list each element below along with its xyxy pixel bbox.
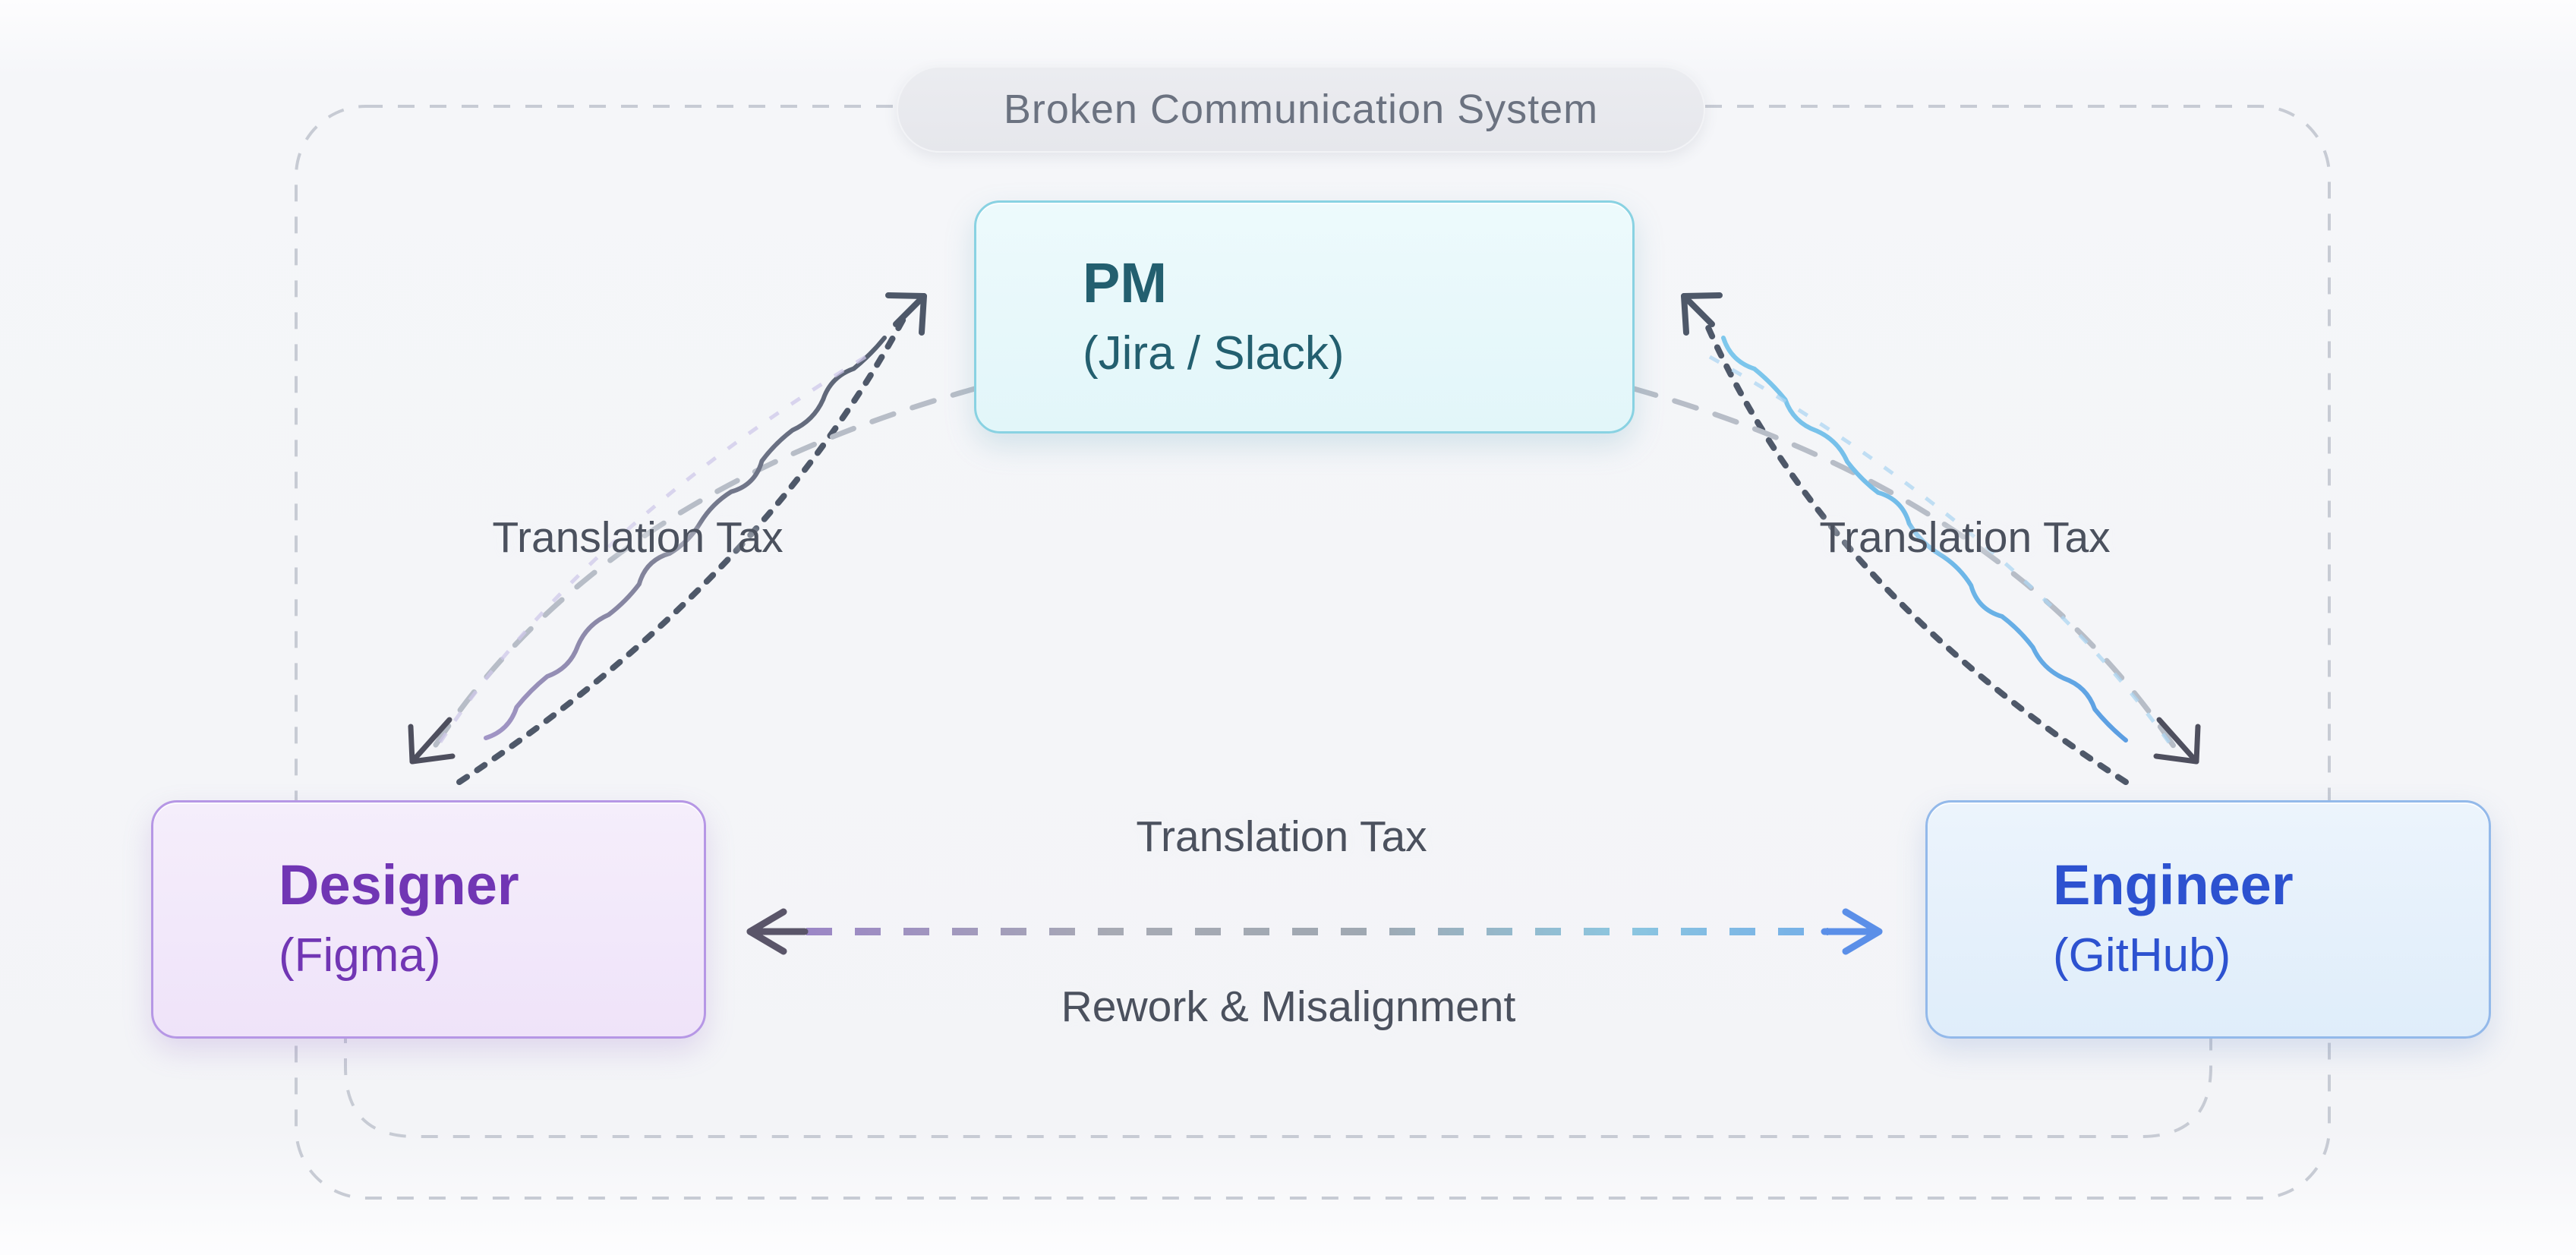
edge-label-designer-engineer-top: Translation Tax	[1136, 812, 1427, 861]
arrowhead-to-pm-right	[1681, 292, 1723, 336]
arrow-pm-to-designer	[431, 386, 978, 750]
arrow-pm-to-engineer-shaft	[2156, 717, 2199, 765]
edge-label-pm-engineer: Translation Tax	[1819, 513, 2111, 562]
dashed-frame-inner	[344, 835, 2212, 1138]
node-designer: Designer (Figma)	[151, 800, 706, 1039]
node-designer-subtitle: (Figma)	[279, 929, 441, 982]
noise-echo-left	[434, 355, 867, 749]
arrow-engineer-to-pm	[1701, 316, 2129, 785]
node-engineer: Engineer (GitHub)	[1925, 800, 2491, 1039]
arrow-designer-to-pm	[456, 316, 906, 785]
noise-squiggle-left	[484, 336, 887, 740]
edge-label-designer-engineer-bottom: Rework & Misalignment	[1061, 982, 1516, 1031]
node-pm: PM (Jira / Slack)	[974, 200, 1635, 434]
arrowhead-to-engineer-mid	[1842, 908, 1883, 955]
arrowhead-to-engineer	[2153, 724, 2201, 765]
diagram-title: Broken Communication System	[1003, 87, 1599, 132]
edge-label-designer-pm: Translation Tax	[492, 513, 784, 562]
diagram-title-pill: Broken Communication System	[897, 66, 1705, 153]
node-pm-title: PM	[1083, 251, 1167, 314]
node-pm-subtitle: (Jira / Slack)	[1083, 326, 1345, 380]
arrow-pm-to-designer-shaft	[409, 717, 452, 765]
noise-squiggle-right	[1721, 336, 2128, 743]
arrow-pm-to-engineer	[1631, 386, 2177, 750]
arrow-designer-to-pm-shaft	[893, 293, 927, 327]
arrowhead-to-pm-left	[885, 292, 927, 336]
node-engineer-title: Engineer	[2053, 853, 2294, 917]
arrowhead-to-designer-mid	[746, 908, 787, 955]
arrowhead-to-designer	[408, 724, 456, 765]
node-engineer-subtitle: (GitHub)	[2053, 929, 2231, 982]
node-designer-title: Designer	[279, 853, 519, 917]
arrow-engineer-to-pm-shaft	[1681, 293, 1715, 327]
